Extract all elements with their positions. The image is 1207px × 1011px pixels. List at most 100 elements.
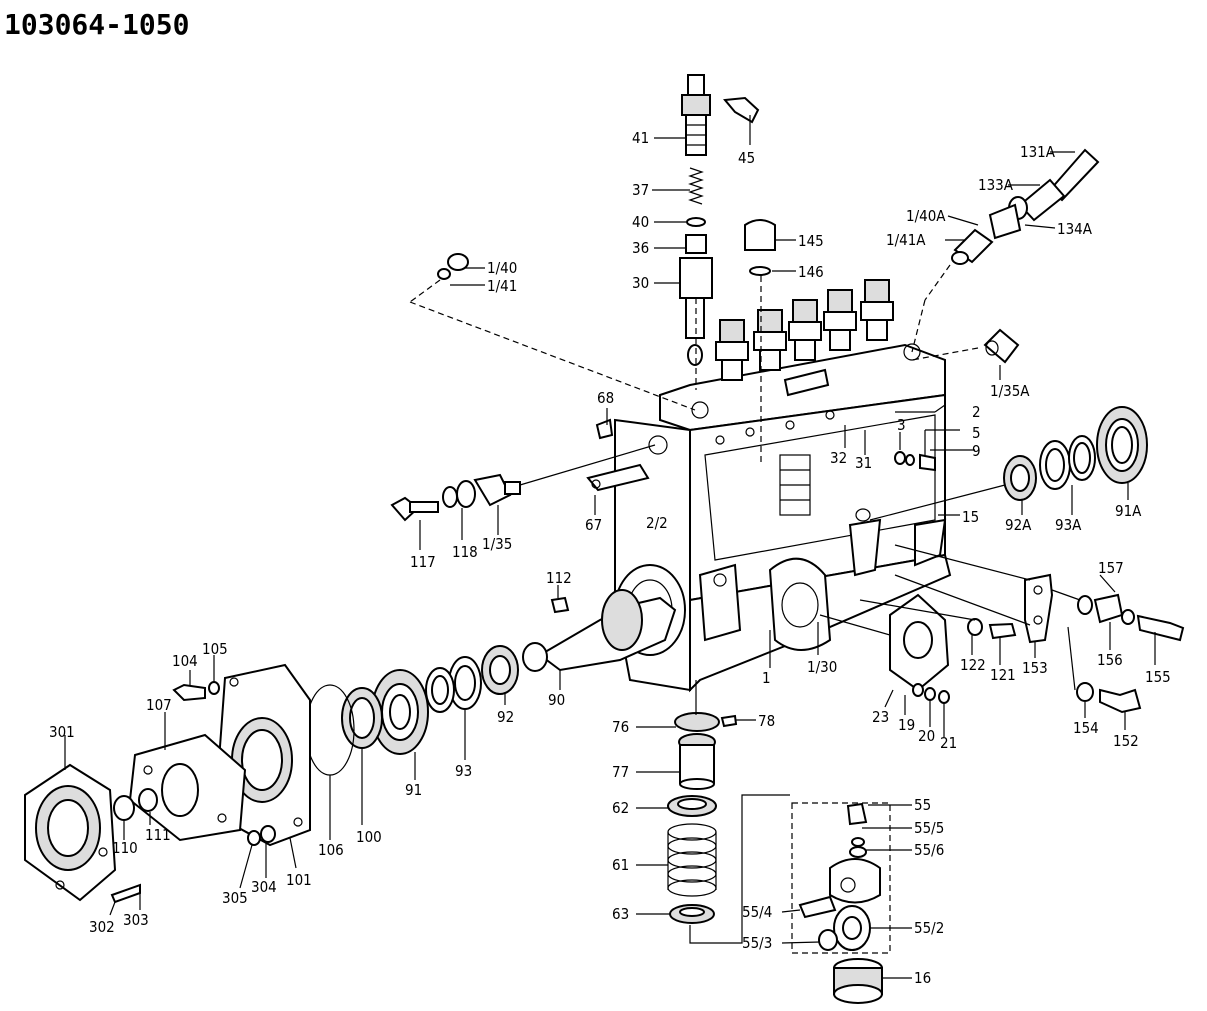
part-1-40-bolt [409,253,696,411]
part-63-seat [669,904,715,924]
label-31: 31 [855,454,872,472]
label-15: 15 [962,508,979,526]
label-303: 303 [123,911,149,929]
label-91: 91 [405,781,422,799]
label-78: 78 [758,712,775,730]
label-1-41A: 1/41A [886,231,926,249]
leader-lines [64,115,1156,979]
part-19-20-21 [912,683,950,704]
part-76-gear [674,680,738,732]
label-134A: 134A [1057,220,1093,238]
label-104: 104 [172,652,198,670]
bearing-91A-group [869,406,1148,521]
label-105: 105 [202,640,228,658]
label-111: 111 [145,826,171,844]
label-90: 90 [548,691,565,709]
part-62-seat [667,795,717,817]
part-1-35A-plug [911,328,1020,364]
label-2: 2 [972,403,981,421]
label-20: 20 [918,727,935,745]
label-3: 3 [897,416,906,434]
label-92: 92 [497,708,514,726]
label-2-2: 2/2 [646,514,668,532]
part-77-tappet [678,733,716,790]
label-62: 62 [612,799,629,817]
part-117-bolt-group [390,444,656,522]
label-55-4: 55/4 [742,903,772,921]
label-55: 55 [914,796,931,814]
label-36: 36 [632,239,649,257]
part-131A-fitting [911,148,1100,353]
label-302: 302 [89,918,115,936]
label-9: 9 [972,442,981,460]
label-67: 67 [585,516,602,534]
part-labels: 41 45 37 40 36 30 145 146 1/40 1/41 131A… [49,129,1171,987]
label-156: 156 [1097,651,1123,669]
drawing-number: 103064-1050 [4,8,189,41]
part-55-assembly-box [791,802,891,954]
part-68-screw [595,418,614,440]
part-110-nut [113,788,158,821]
label-117: 117 [410,553,436,571]
label-55-3: 55/3 [742,934,772,952]
part-45-clip [723,96,760,124]
part-301-plate [24,763,117,902]
assembly-lines-right [769,544,1081,691]
label-152: 152 [1113,732,1139,750]
part-153-bracket [1024,573,1054,644]
label-55-5: 55/5 [914,819,944,837]
part-67-lever [586,463,650,492]
label-45: 45 [738,149,755,167]
label-91A: 91A [1115,502,1142,520]
label-304: 304 [251,878,277,896]
label-118: 118 [452,543,478,561]
part-107-cover [128,733,247,842]
part-304-305-nuts [247,825,276,846]
part-112-key [550,596,570,614]
label-19: 19 [898,716,915,734]
part-145-cap [744,219,776,465]
part-104-bolt [172,681,220,702]
label-153: 153 [1022,659,1048,677]
label-5: 5 [972,424,981,442]
part-154-152 [1076,682,1142,714]
label-146: 146 [798,263,824,281]
label-30: 30 [632,274,649,292]
label-63: 63 [612,905,629,923]
label-61: 61 [612,856,629,874]
delivery-valve-holders [715,279,894,397]
label-106: 106 [318,841,344,859]
label-1-30: 1/30 [807,658,837,676]
label-93: 93 [455,762,472,780]
label-1-40: 1/40 [487,259,517,277]
label-122: 122 [960,656,986,674]
delivery-valve-assembly [679,74,713,390]
part-3-5-9-screws [894,429,960,472]
label-32: 32 [830,449,847,467]
label-121: 121 [990,666,1016,684]
label-154: 154 [1073,719,1099,737]
part-93-shims [425,656,482,713]
label-301: 301 [49,723,75,741]
part-61-spring [667,823,717,897]
label-157: 157 [1098,559,1124,577]
label-55-6: 55/6 [914,841,944,859]
part-302-screw [110,883,141,904]
label-1-35A: 1/35A [990,382,1030,400]
label-23: 23 [872,708,889,726]
label-77: 77 [612,763,629,781]
label-133A: 133A [978,176,1014,194]
label-1-40A: 1/40A [906,207,946,225]
label-1-41: 1/41 [487,277,517,295]
camshaft-90 [522,589,677,672]
label-1-35: 1/35 [482,535,512,553]
part-100-seal [341,687,383,749]
label-112: 112 [546,569,572,587]
label-110: 110 [112,839,138,857]
label-41: 41 [632,129,649,147]
part-92-ring [481,645,519,695]
label-1: 1 [762,669,771,687]
bracket-lines [689,794,790,944]
label-93A: 93A [1055,516,1082,534]
